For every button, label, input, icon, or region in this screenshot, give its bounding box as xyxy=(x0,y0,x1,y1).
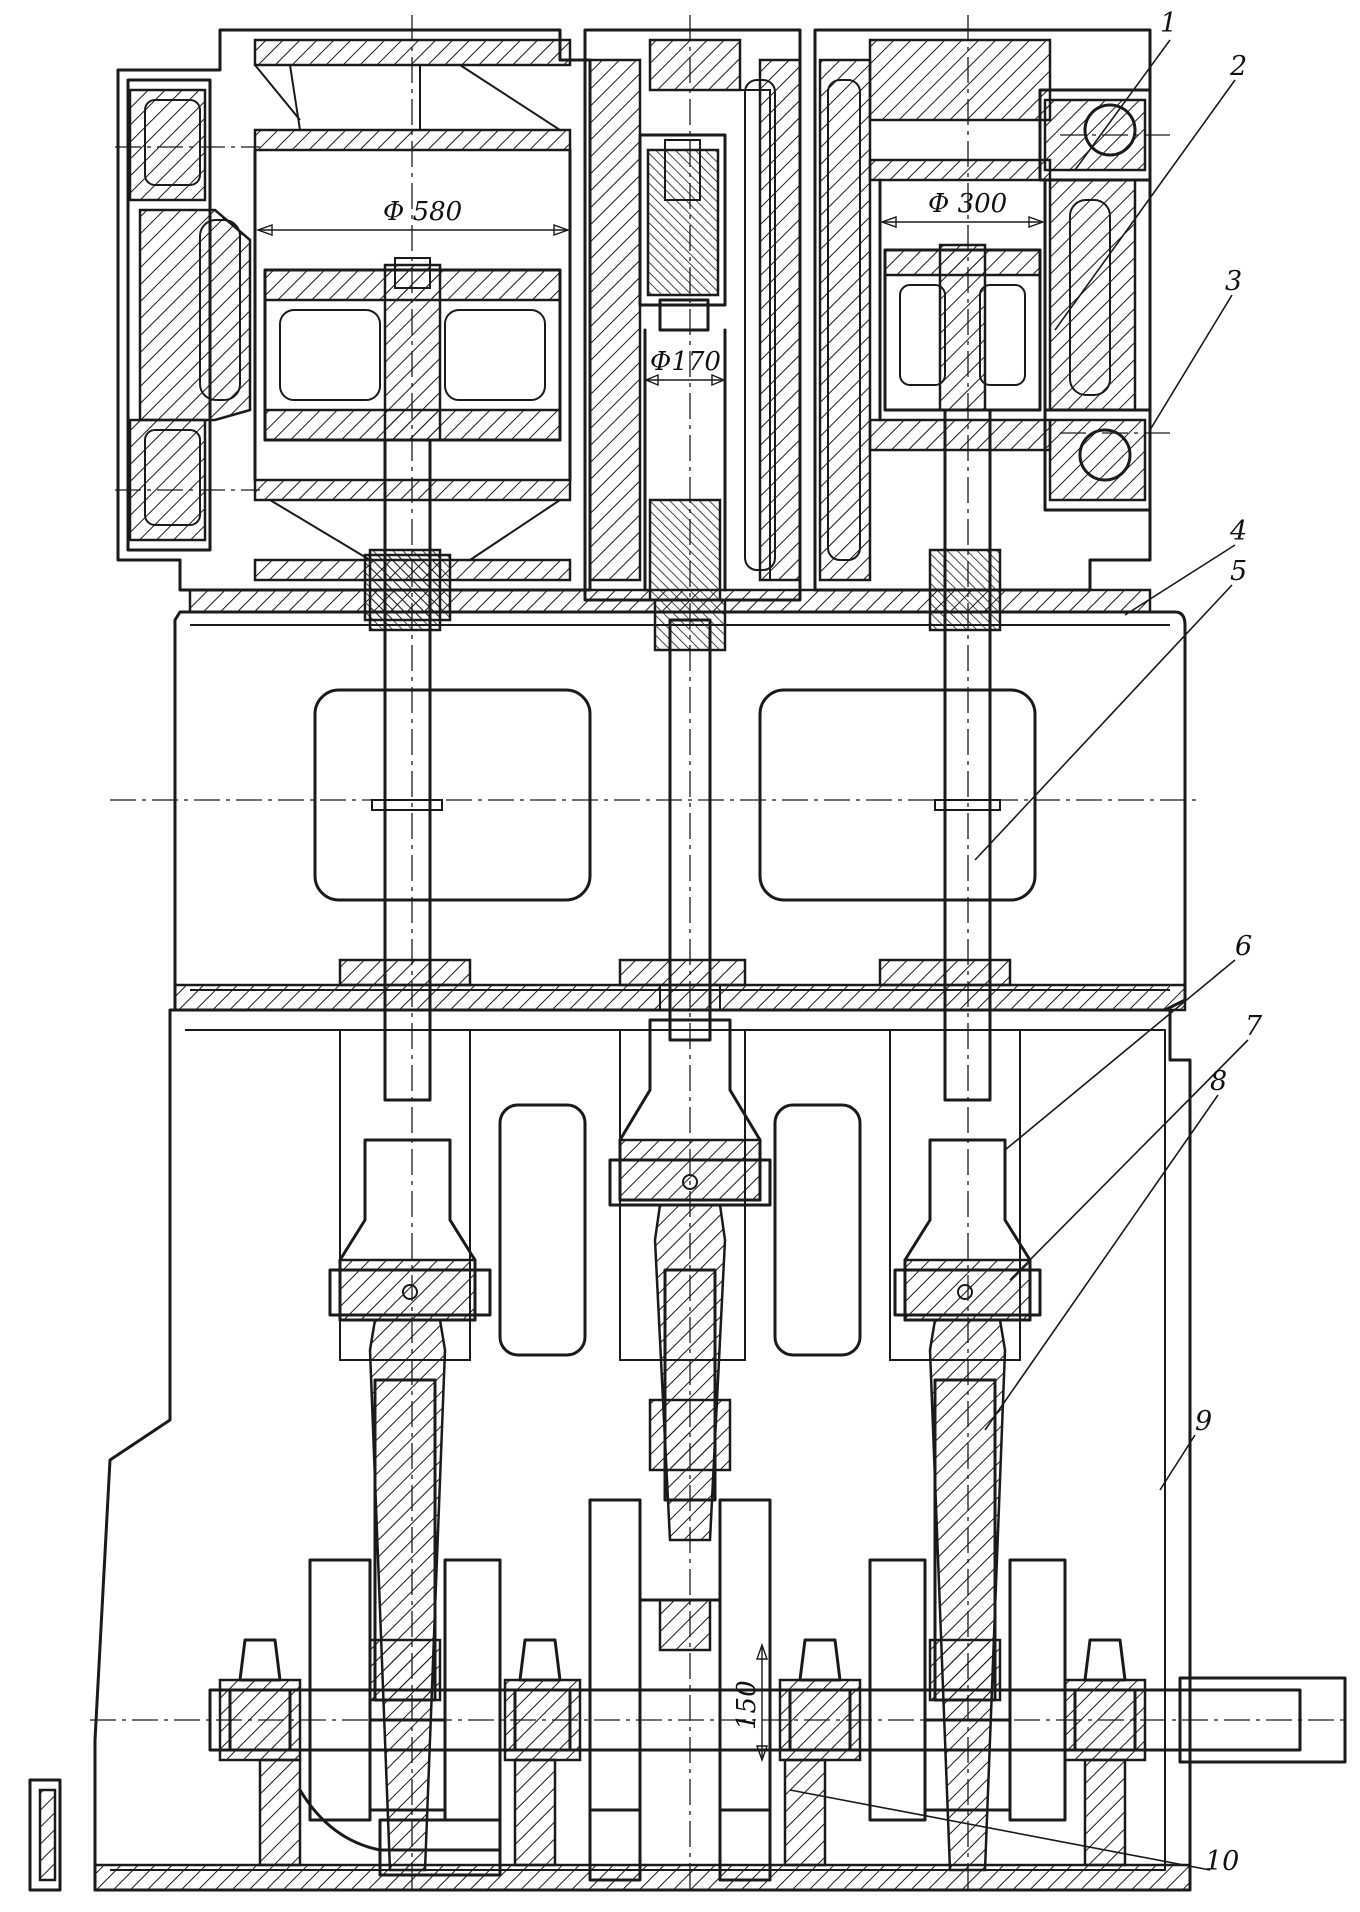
crankcase xyxy=(28,1008,1192,1892)
label-3: 3 xyxy=(1225,266,1242,297)
label-7: 7 xyxy=(1245,1011,1263,1042)
label-2: 2 xyxy=(1229,51,1247,82)
label-8: 8 xyxy=(1210,1066,1227,1097)
dimension-lines xyxy=(255,216,1046,1763)
center-lines xyxy=(90,15,1350,1890)
label-1: 1 xyxy=(1160,8,1177,39)
label-5: 5 xyxy=(1230,556,1247,587)
dim-mp-bore: Φ 300 xyxy=(928,189,1007,219)
dim-stroke: 150 xyxy=(732,1680,762,1730)
label-9: 9 xyxy=(1195,1406,1212,1437)
dim-lp-bore: Φ 580 xyxy=(383,197,462,227)
leader-lines xyxy=(789,39,1249,1871)
label-6: 6 xyxy=(1235,931,1252,962)
label-10: 10 xyxy=(1205,1846,1239,1877)
cylinder-block xyxy=(116,28,1152,614)
dim-hp-bore: Φ170 xyxy=(650,347,721,377)
label-4: 4 xyxy=(1229,516,1247,547)
